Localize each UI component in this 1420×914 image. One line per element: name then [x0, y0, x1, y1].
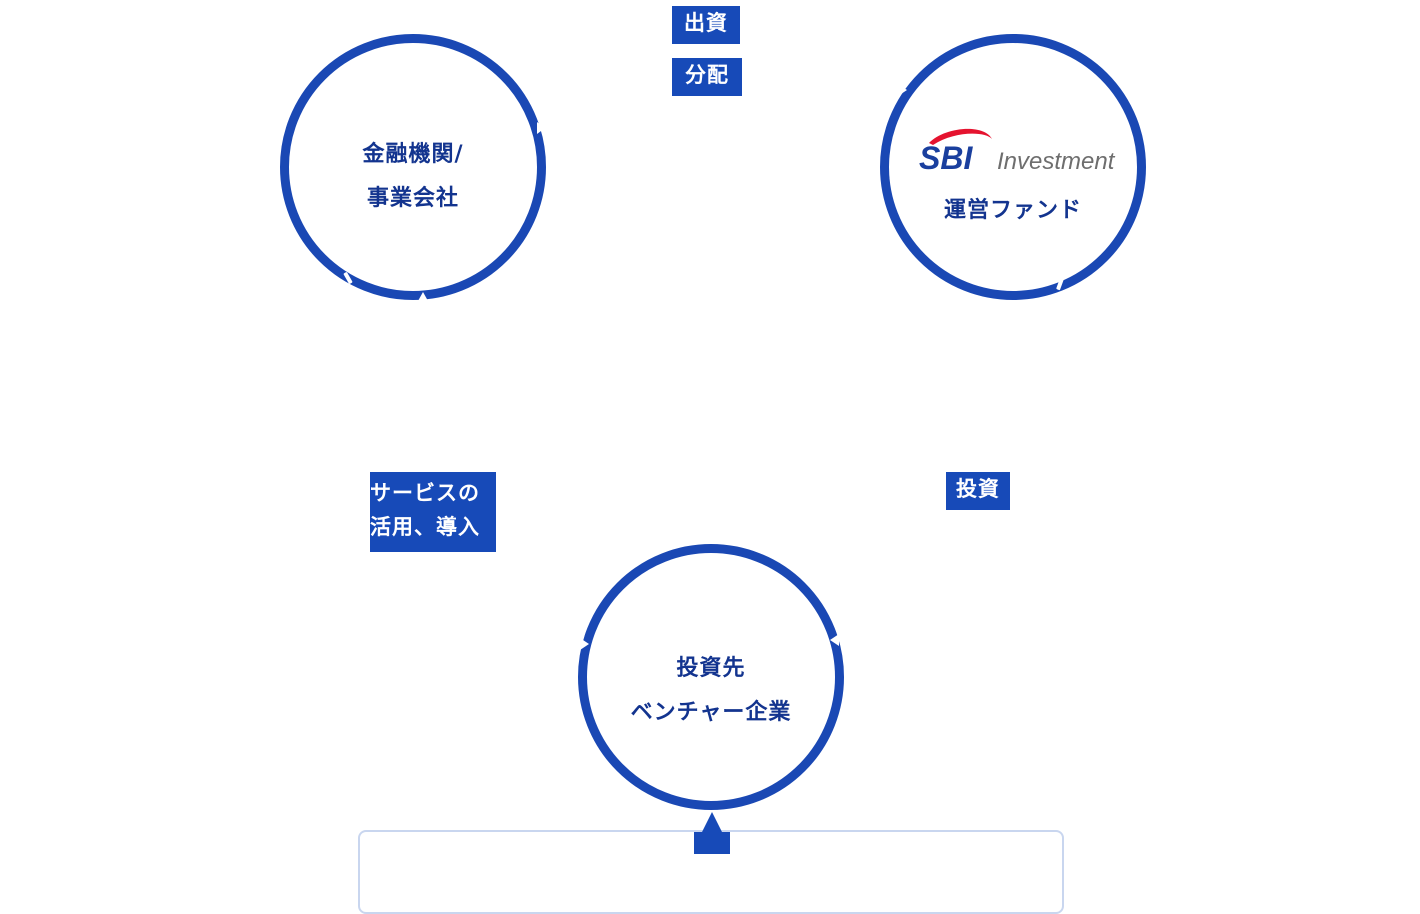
label-service: サービスの 活用、導入	[370, 472, 496, 552]
node-companies-line2: 事業会社	[366, 186, 459, 211]
pointer-tab	[694, 832, 730, 854]
node-ventures-line2: ベンチャー企業	[630, 700, 792, 725]
node-ventures: 投資先 ベンチャー企業	[578, 544, 844, 810]
label-invest: 出資	[672, 6, 740, 44]
arrow-notch-icon	[898, 84, 907, 96]
label-service-line2: 活用、導入	[370, 515, 480, 539]
arrow-notch-icon	[537, 122, 545, 134]
logo-word: Investment	[997, 148, 1116, 175]
arrow-notch-icon	[830, 634, 839, 646]
node-fund: SBI Investment 運営ファンド	[880, 34, 1146, 300]
arrow-notch-icon	[418, 292, 428, 301]
label-investment: 投資	[946, 472, 1010, 510]
logo-mark: SBI	[919, 140, 973, 175]
node-fund-line1: 運営ファンド	[943, 198, 1082, 223]
node-companies-line1: 金融機関/	[362, 142, 464, 167]
label-service-line1: サービスの	[370, 481, 480, 505]
node-companies: 金融機関/ 事業会社	[280, 34, 546, 300]
sbi-investment-logo-icon: SBI Investment	[919, 128, 1116, 175]
node-ventures-line1: 投資先	[676, 656, 746, 681]
label-distribution: 分配	[672, 58, 742, 96]
pointer-arrow-icon	[702, 812, 722, 832]
arrow-notch-icon	[580, 638, 589, 650]
